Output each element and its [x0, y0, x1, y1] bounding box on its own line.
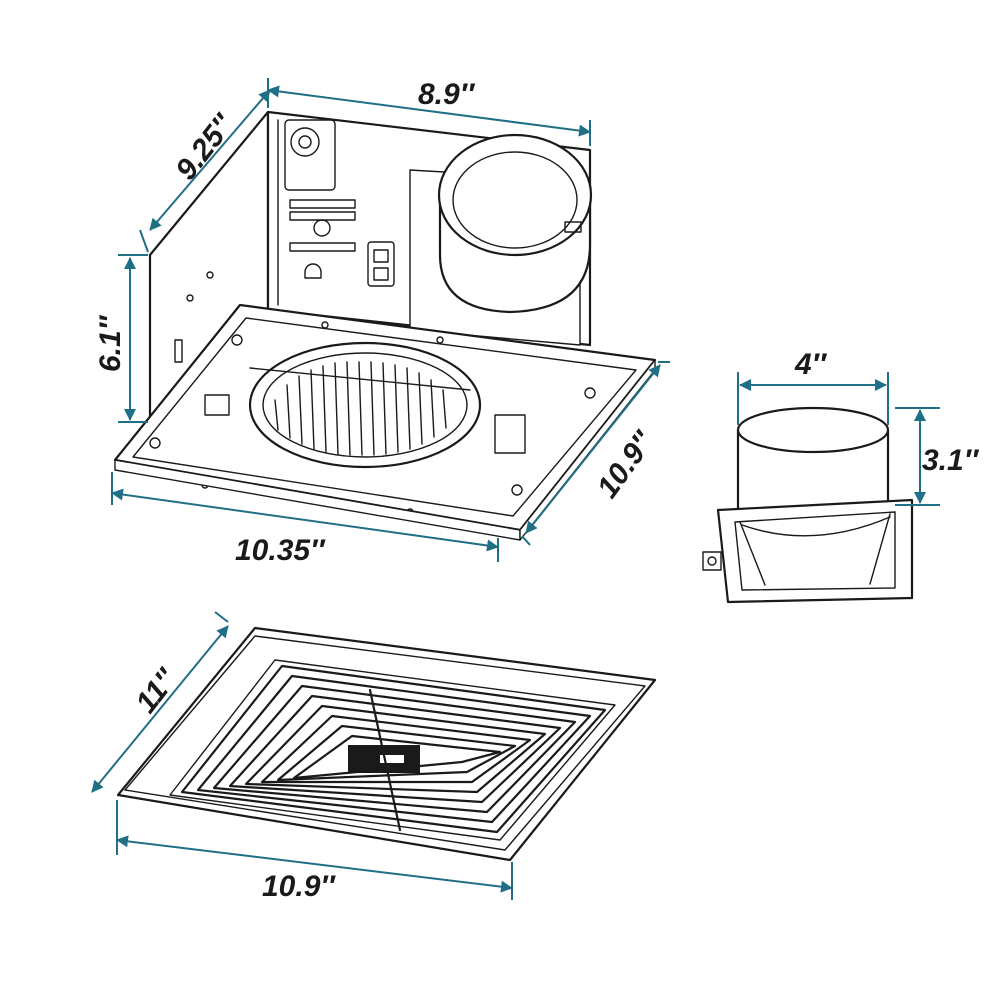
label-housing-width: 8.9″ — [418, 78, 476, 111]
grille-drawing — [116, 626, 657, 862]
fan-housing-drawing — [113, 110, 657, 541]
label-duct-height: 3.1″ — [922, 444, 980, 477]
label-housing-height: 6.1″ — [94, 314, 127, 372]
duct-connector-drawing — [702, 406, 914, 604]
label-grille-depth: 11″ — [130, 662, 185, 719]
label-grille-width: 10.9″ — [262, 870, 336, 903]
dimension-lines — [91, 78, 940, 900]
label-duct-diameter: 4″ — [794, 348, 828, 381]
label-flange-width: 10.35″ — [235, 534, 326, 567]
